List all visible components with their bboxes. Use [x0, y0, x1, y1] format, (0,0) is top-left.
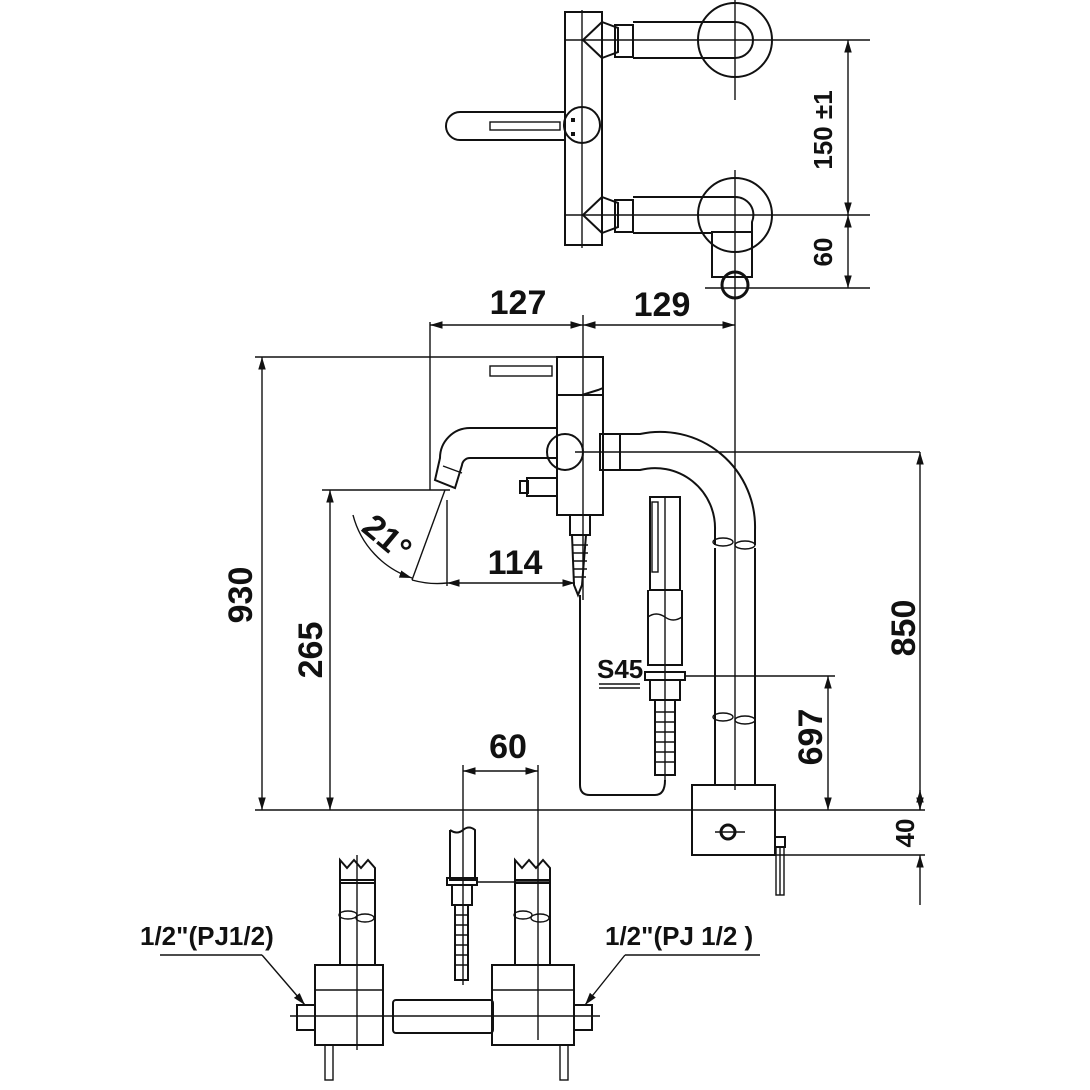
front-view: 60 1/2"(PJ1/2) 1/2"(PJ 1/2 )	[140, 728, 760, 1081]
dim-spout-reach: 127	[490, 284, 547, 322]
top-view: 150 ±1 60	[445, 0, 870, 300]
inlet-thread-right-label: 1/2"(PJ 1/2 )	[605, 921, 753, 951]
dim-spout-projection: 114	[488, 544, 543, 582]
dim-base-height: 40	[890, 819, 920, 848]
dim-inlet-spacing: 60	[489, 728, 527, 766]
dim-total-height: 930	[222, 567, 260, 624]
dim-spout-height: 265	[292, 622, 330, 679]
dim-top-offset: 60	[808, 238, 838, 267]
dim-top-spacing: 150 ±1	[808, 90, 838, 169]
side-view: 127 129 S	[222, 284, 925, 905]
dim-column-height: 850	[885, 600, 923, 657]
dim-shower-offset: 129	[634, 286, 691, 324]
dim-spout-angle: 21°	[355, 507, 419, 569]
inlet-thread-left-label: 1/2"(PJ1/2)	[140, 921, 274, 951]
dim-holder-height: 697	[792, 709, 830, 766]
hand-shower-model-label: S45	[597, 654, 643, 684]
